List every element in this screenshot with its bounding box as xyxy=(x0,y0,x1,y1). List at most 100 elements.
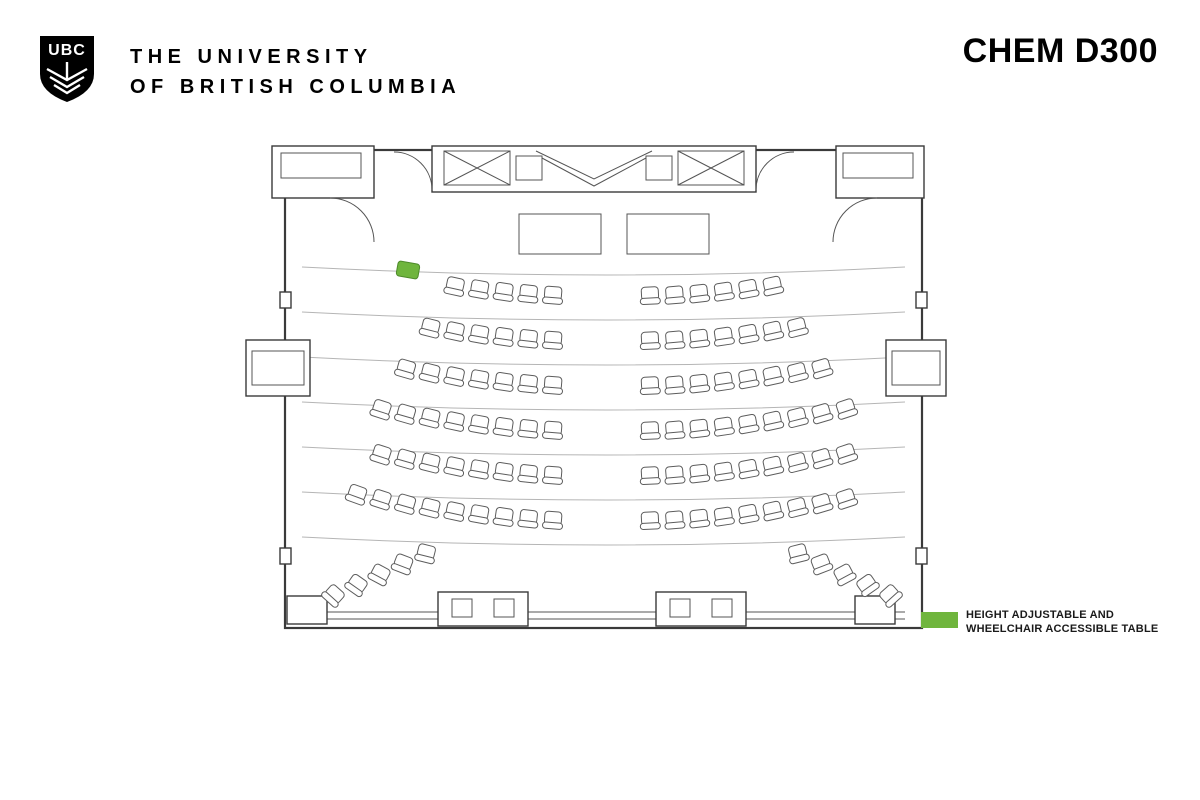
seat xyxy=(443,501,465,522)
seat xyxy=(811,493,834,515)
seat xyxy=(811,448,834,470)
seat xyxy=(689,283,711,304)
seat xyxy=(639,421,661,441)
seat xyxy=(738,503,760,525)
seat xyxy=(418,452,441,474)
legend-text: HEIGHT ADJUSTABLE AND WHEELCHAIR ACCESSI… xyxy=(966,609,1158,636)
seat xyxy=(468,504,490,525)
seat xyxy=(369,444,392,466)
seat xyxy=(689,373,711,394)
seat xyxy=(492,372,514,392)
seat xyxy=(492,507,514,527)
floor-plan xyxy=(240,135,952,640)
legend-line2: WHEELCHAIR ACCESSIBLE TABLE xyxy=(966,622,1159,635)
seat xyxy=(810,553,834,576)
seat xyxy=(856,573,880,598)
seat xyxy=(468,324,490,345)
ubc-shield-icon: UBC xyxy=(40,36,94,102)
seat xyxy=(468,369,490,390)
seat xyxy=(787,362,809,384)
seat xyxy=(664,330,686,350)
seat xyxy=(542,420,563,440)
seat xyxy=(738,278,760,300)
seat xyxy=(542,375,563,395)
seat xyxy=(811,358,834,380)
university-wordmark: THE UNIVERSITY OF BRITISH COLUMBIA xyxy=(130,42,461,102)
seat xyxy=(762,455,785,477)
seat xyxy=(542,330,563,350)
seat xyxy=(762,410,785,432)
seat xyxy=(762,320,785,342)
seat xyxy=(833,563,857,587)
seat xyxy=(738,458,760,480)
seat xyxy=(639,511,661,531)
seat xyxy=(394,358,417,380)
seat xyxy=(321,584,345,608)
seat xyxy=(787,317,809,339)
seat xyxy=(443,411,465,432)
seat xyxy=(787,452,809,474)
seat xyxy=(639,376,661,396)
seat xyxy=(639,466,661,486)
seat xyxy=(664,510,686,530)
seat xyxy=(788,543,810,565)
seat xyxy=(542,465,563,485)
seat xyxy=(542,285,563,305)
seat xyxy=(713,461,735,482)
seat xyxy=(639,331,661,351)
seat xyxy=(762,365,785,387)
university-name-line2: OF BRITISH COLUMBIA xyxy=(130,76,462,98)
ubc-logo: UBC xyxy=(38,34,96,109)
room-title: CHEM D300 xyxy=(962,32,1158,70)
seat xyxy=(835,398,859,420)
seat xyxy=(418,317,441,339)
seat xyxy=(713,326,735,347)
seat xyxy=(713,416,735,437)
seat xyxy=(394,493,417,515)
seat xyxy=(418,407,441,429)
seat xyxy=(664,375,686,395)
seat xyxy=(344,483,368,506)
seat xyxy=(394,448,417,470)
seat xyxy=(517,374,539,394)
seat xyxy=(443,321,465,342)
seat xyxy=(390,553,414,576)
seat xyxy=(468,414,490,435)
seat xyxy=(713,281,735,302)
legend: HEIGHT ADJUSTABLE AND WHEELCHAIR ACCESSI… xyxy=(921,609,1158,636)
seat xyxy=(762,500,785,522)
seat xyxy=(738,368,760,390)
seat xyxy=(492,282,514,302)
seat xyxy=(639,286,661,306)
seat xyxy=(517,284,539,304)
seat xyxy=(468,459,490,480)
seat xyxy=(418,497,441,519)
door-unit xyxy=(437,591,529,627)
seat xyxy=(738,323,760,345)
seat xyxy=(664,465,686,485)
seat xyxy=(879,584,903,608)
seat xyxy=(369,489,392,511)
seat xyxy=(394,403,417,425)
seat xyxy=(344,573,368,598)
seat xyxy=(443,366,465,387)
seat xyxy=(517,419,539,439)
seat xyxy=(787,497,809,519)
seat xyxy=(369,399,392,421)
seat xyxy=(762,275,785,297)
seat xyxy=(517,329,539,349)
seat xyxy=(542,510,563,530)
seat xyxy=(689,463,711,484)
seat xyxy=(443,456,465,477)
seat xyxy=(492,462,514,482)
seat xyxy=(517,509,539,529)
seat xyxy=(835,488,859,510)
seat xyxy=(713,506,735,527)
floor-plan-drawing xyxy=(245,145,947,630)
seat xyxy=(835,443,859,465)
university-name-line1: THE UNIVERSITY xyxy=(130,46,373,68)
accessible-table-swatch xyxy=(921,612,958,628)
seat xyxy=(664,285,686,305)
seat xyxy=(664,420,686,440)
